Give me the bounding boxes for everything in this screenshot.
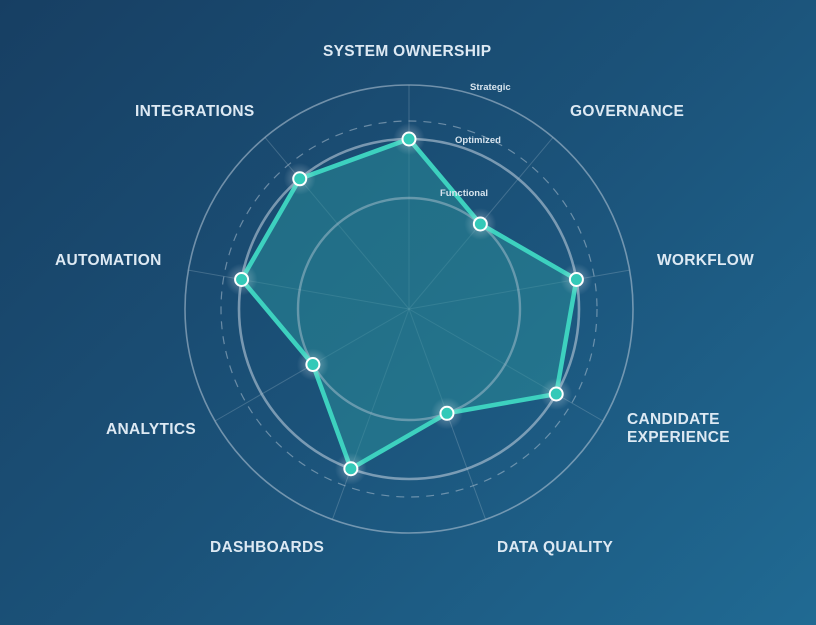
axis-label-system-ownership: SYSTEM OWNERSHIP — [323, 43, 492, 60]
data-point-dashboards — [343, 461, 359, 477]
data-point-system-ownership — [401, 131, 417, 147]
data-point-integrations — [292, 171, 308, 187]
data-points — [225, 123, 593, 485]
ring-label-functional: Functional — [440, 188, 489, 199]
axis-label-candidate-line1: CANDIDATE — [627, 411, 720, 428]
axis-label-data-quality: DATA QUALITY — [497, 539, 614, 556]
axis-label-candidate-experience: CANDIDATE EXPERIENCE — [627, 411, 730, 447]
axis-label-governance: GOVERNANCE — [570, 103, 685, 120]
polygon-fill — [241, 139, 577, 469]
data-point-data-quality — [439, 405, 455, 421]
axis-label-integrations: INTEGRATIONS — [135, 103, 255, 120]
ring-strategic — [184, 84, 634, 534]
axis-label-dashboards: DASHBOARDS — [210, 539, 325, 556]
data-point-candidate-experience — [548, 386, 564, 402]
ring-label-strategic: Strategic — [470, 82, 511, 93]
ring-label-optimized: Optimized — [455, 135, 501, 146]
axis-label-automation: AUTOMATION — [55, 252, 162, 269]
data-point-governance — [472, 216, 488, 232]
ring-functional — [296, 196, 522, 422]
polygon-outline — [239, 136, 579, 471]
data-point-automation — [234, 271, 250, 287]
axis-label-workflow: WORKFLOW — [657, 252, 755, 269]
axis-label-analytics: ANALYTICS — [106, 421, 196, 438]
ring-dashed — [220, 120, 598, 498]
axis-label-candidate-line2: EXPERIENCE — [627, 429, 730, 446]
data-polygon — [239, 136, 579, 471]
data-point-workflow — [568, 271, 584, 287]
data-point-analytics — [305, 357, 321, 372]
